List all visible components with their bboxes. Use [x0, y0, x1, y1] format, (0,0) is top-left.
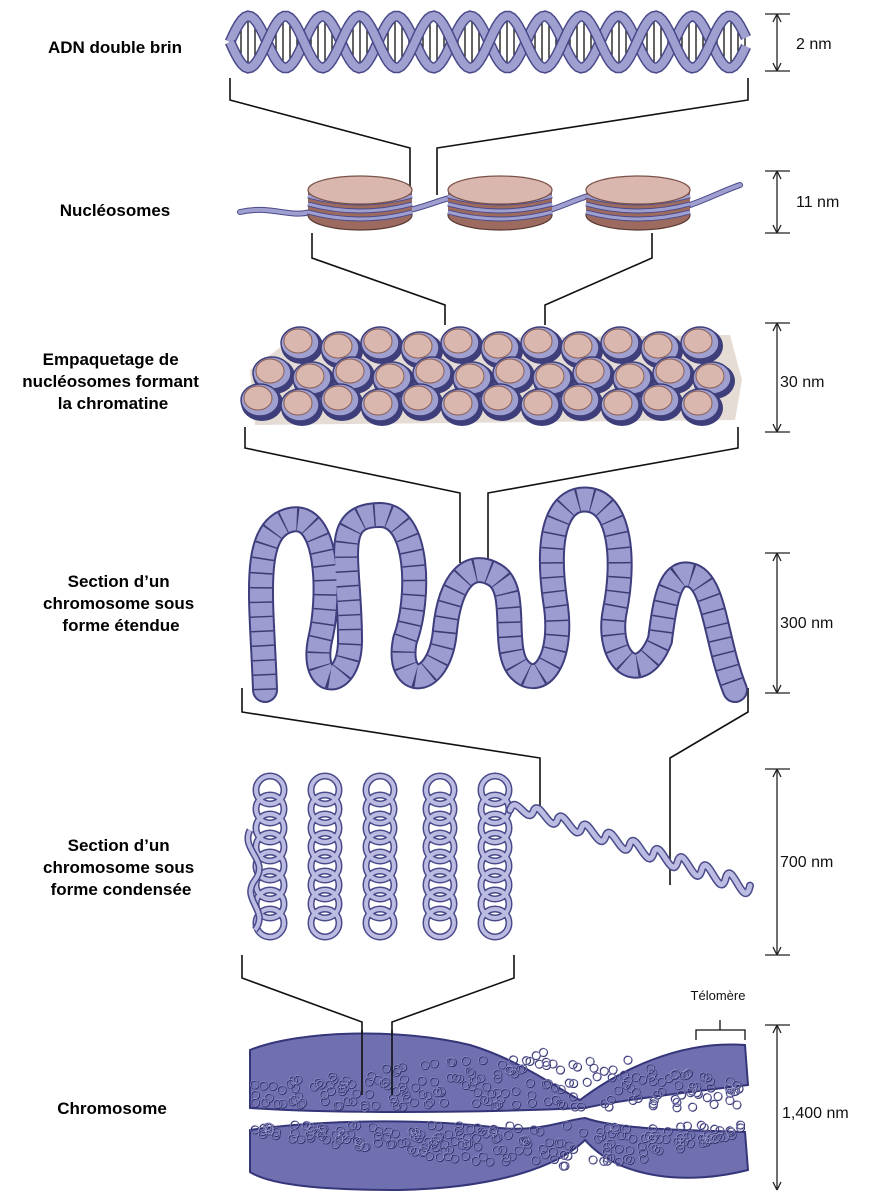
label-condensed-section: Section d’un chromosome sous forme conde… [43, 836, 199, 899]
nucleosome-face [456, 364, 484, 388]
nucleosome-face [684, 391, 712, 415]
scale-label-1400nm: 1,400 nm [782, 1105, 849, 1122]
nucleosome-face [296, 364, 324, 388]
scale-label-300nm: 300 nm [780, 615, 833, 632]
nucleosome [448, 176, 552, 230]
nucleosome-face [416, 359, 444, 383]
nucleosome-face [376, 364, 404, 388]
scale-label-30nm: 30 nm [780, 374, 824, 391]
condensed-section-illustration [248, 776, 750, 937]
nucleosome-face [284, 329, 312, 353]
nucleosome-face [336, 359, 364, 383]
nucleosome-face [324, 386, 352, 410]
chromatin-fiber-30nm [241, 327, 742, 426]
label-chromatin: Empaquetage de nucléosomes formant la ch… [22, 350, 203, 413]
nucleosome-face [616, 364, 644, 388]
nucleosome-face [404, 386, 432, 410]
telomere-label: Télomère [691, 988, 746, 1003]
chromatin-tail [510, 805, 750, 893]
label-extended-section: Section d’un chromosome sous forme étend… [43, 572, 199, 635]
label-chromosome: Chromosome [57, 1099, 167, 1118]
nucleosome-face [444, 329, 472, 353]
nucleosome-face [524, 391, 552, 415]
histone-top [448, 176, 552, 204]
scale-label-11nm: 11 nm [796, 194, 839, 211]
chromatin-loops [256, 776, 509, 937]
nucleosome-face [496, 359, 524, 383]
scale-bar-1400nm: 1,400 nm [765, 1025, 849, 1190]
nucleosome-face [644, 334, 672, 358]
nucleosome-face [684, 329, 712, 353]
histone-top [586, 176, 690, 204]
nucleosome-face [404, 334, 432, 358]
scale-bars: 2 nm 11 nm 30 nm 300 nm [765, 14, 849, 1190]
chromosome-illustration [250, 1034, 748, 1190]
extended-section-illustration [261, 500, 735, 690]
scale-bar-700nm: 700 nm [765, 769, 833, 955]
nucleosome-face [644, 386, 672, 410]
nucleosome-face [696, 364, 724, 388]
nucleosomes-illustration [240, 176, 740, 230]
nucleosome-face [484, 334, 512, 358]
scale-bar-11nm: 11 nm [765, 171, 839, 233]
scale-bar-300nm: 300 nm [765, 553, 833, 693]
nucleosome-face [564, 334, 592, 358]
scale-label-700nm: 700 nm [780, 854, 833, 871]
nucleosome-face [244, 386, 272, 410]
nucleosome-face [604, 329, 632, 353]
scale-label-2nm: 2 nm [796, 36, 832, 53]
nucleosome-face [284, 391, 312, 415]
label-nucleosomes: Nucléosomes [60, 201, 171, 220]
labels: ADN double brin Nucléosomes Empaquetage … [22, 38, 203, 1118]
nucleosome-face [656, 359, 684, 383]
nucleosome-face [364, 329, 392, 353]
label-dna: ADN double brin [48, 38, 182, 57]
nucleosome [308, 176, 412, 230]
scale-bar-30nm: 30 nm [765, 323, 824, 432]
scale-bar-2nm: 2 nm [765, 14, 832, 71]
dna-double-helix [230, 16, 746, 68]
chromatin-loops-outline [256, 776, 509, 937]
nucleosome-face [536, 364, 564, 388]
telomere-annotation: Télomère [691, 988, 746, 1040]
nucleosome-face [524, 329, 552, 353]
nucleosome [586, 176, 690, 230]
histone-top [308, 176, 412, 204]
nucleosome-face [564, 386, 592, 410]
nucleosome-face [256, 359, 284, 383]
nucleosome-face [484, 386, 512, 410]
nucleosome-face [444, 391, 472, 415]
nucleosome-face [364, 391, 392, 415]
nucleosome-face [576, 359, 604, 383]
nucleosome-face [604, 391, 632, 415]
nucleosome-face [324, 334, 352, 358]
